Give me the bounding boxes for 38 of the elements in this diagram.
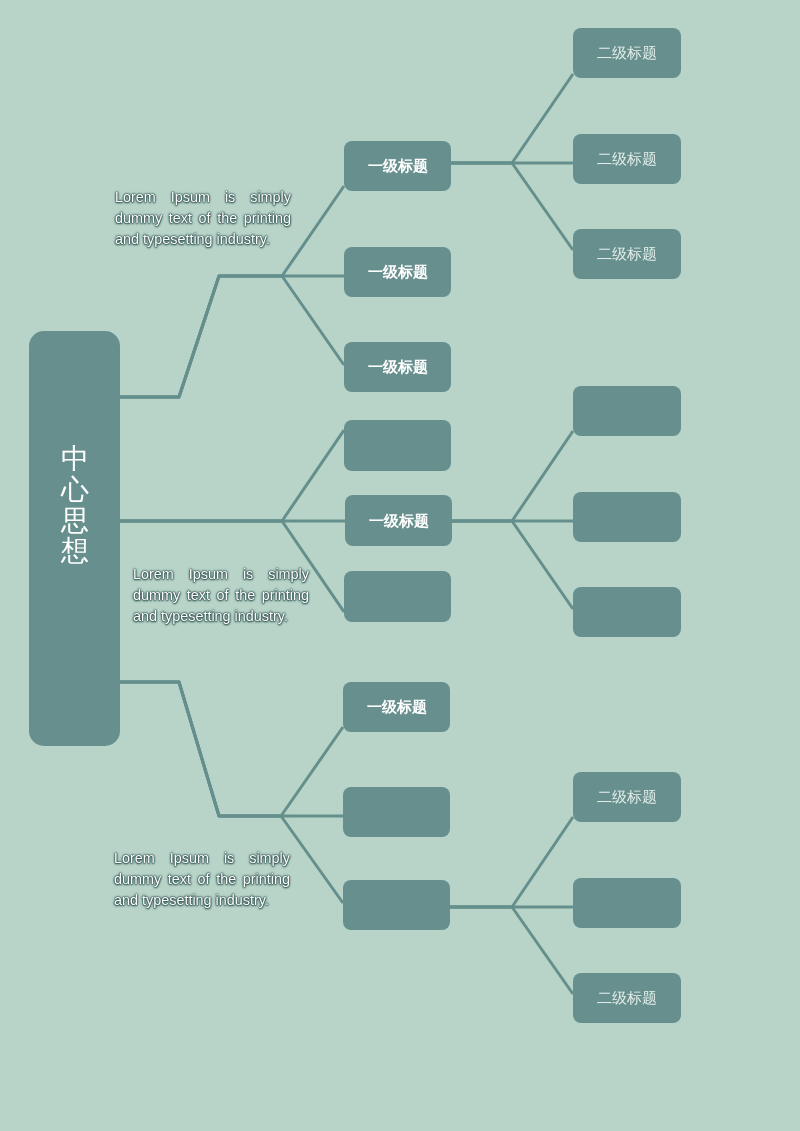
topic-box bbox=[343, 787, 450, 837]
subtopic-label: 二级标题 bbox=[597, 44, 657, 62]
note-text: Lorem Ipsum is simply dummy text of the printing and typesetting industry. bbox=[115, 188, 291, 249]
connector-line bbox=[450, 905, 575, 995]
topic-box bbox=[344, 571, 451, 622]
topic-box bbox=[344, 342, 451, 392]
topic-box bbox=[573, 134, 681, 184]
topic-label: 一级标题 bbox=[366, 698, 427, 716]
subtopic-label: 二级标题 bbox=[597, 989, 657, 1007]
connector-line bbox=[120, 680, 345, 904]
topic-box bbox=[344, 141, 451, 191]
subtopic-label: 二级标题 bbox=[597, 150, 657, 168]
topic-label: 一级标题 bbox=[367, 263, 428, 281]
topic-box bbox=[573, 492, 681, 542]
note-text: Lorem Ipsum is simply dummy text of the printing and typesetting industry. bbox=[114, 849, 290, 910]
topic-box bbox=[573, 28, 681, 78]
topic-box bbox=[344, 247, 451, 297]
topic-label: 一级标题 bbox=[367, 157, 428, 175]
note-text: Lorem Ipsum is simply dummy text of the printing and typesetting industry. bbox=[133, 565, 309, 626]
topic-box bbox=[345, 495, 452, 546]
subtopic-label: 二级标题 bbox=[597, 788, 657, 806]
topic-label: 一级标题 bbox=[368, 511, 429, 530]
topic-box bbox=[573, 229, 681, 279]
topic-box bbox=[343, 880, 450, 930]
topic-box bbox=[573, 772, 681, 822]
central-topic-label: 中心思想 bbox=[60, 444, 89, 568]
subtopic-label: 二级标题 bbox=[597, 245, 657, 263]
central-topic-box bbox=[29, 331, 120, 746]
topic-box bbox=[573, 973, 681, 1023]
topic-label: 一级标题 bbox=[367, 358, 428, 376]
topic-box bbox=[573, 587, 681, 637]
topic-box bbox=[573, 878, 681, 928]
topic-box bbox=[343, 682, 450, 732]
connector-line bbox=[452, 519, 575, 610]
connector-line bbox=[451, 161, 575, 251]
topic-box bbox=[344, 420, 451, 471]
topic-box bbox=[573, 386, 681, 436]
connector-line bbox=[120, 519, 346, 613]
